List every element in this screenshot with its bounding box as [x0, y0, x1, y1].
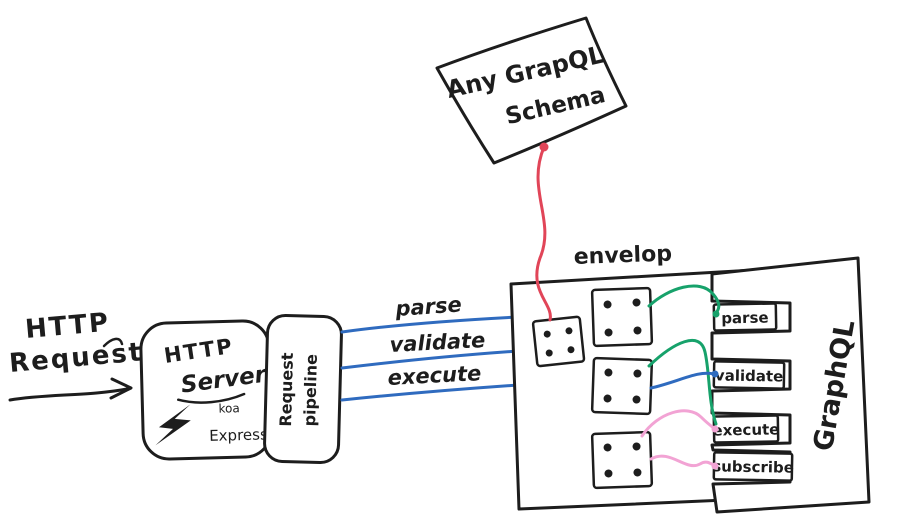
request-flourish: [102, 337, 124, 348]
die-dot: [603, 443, 612, 452]
schema-shape: [435, 16, 628, 165]
parse-line: [340, 315, 520, 334]
green-endpoint-parse: [712, 310, 720, 318]
die-plugin-1: [590, 286, 654, 348]
tab-execute-label: execute: [712, 420, 779, 439]
request-arrowhead-icon: [109, 377, 133, 400]
hook-lines-group: parse validate execute: [340, 292, 526, 402]
die-dot: [633, 326, 642, 335]
envelop-label: envelop: [573, 242, 672, 270]
pink-curve-execute: [640, 409, 717, 438]
die-dot: [633, 369, 642, 378]
request-arrow: [8, 387, 129, 402]
pink-endpoint-execute: [711, 425, 719, 433]
request-pipeline-group: Request pipeline: [263, 314, 343, 464]
blue-endpoint-validate: [711, 370, 719, 378]
die-dot: [632, 442, 641, 451]
validate-line-label: validate: [389, 328, 486, 357]
schema-group: Any GrapQL Schema: [435, 16, 628, 165]
die-dot: [603, 300, 612, 309]
tab-parse: [712, 302, 778, 332]
green-curve-parse: [647, 284, 721, 315]
tab-subscribe-label: subscribe: [712, 457, 794, 476]
tab-parse-label: parse: [721, 309, 769, 328]
die-dot: [545, 349, 553, 357]
koa-label: koa: [218, 401, 240, 416]
http-request-group: HTTP Request: [8, 308, 144, 402]
die-plugin-2: [590, 356, 654, 416]
die-dot: [632, 298, 641, 307]
pink-endpoint-subscribe: [711, 462, 719, 470]
die-dot: [632, 395, 641, 404]
lightning-icon: [155, 404, 191, 446]
http-request-line1: HTTP: [24, 308, 111, 345]
die-dot: [565, 327, 573, 335]
graphql-group: GraphQL parse validate execute subscribe: [710, 256, 871, 514]
schema-connector: [535, 145, 552, 322]
blue-curve-validate: [649, 371, 716, 390]
plugin-dice-group: [531, 286, 654, 490]
validate-line: [340, 349, 520, 370]
tab-validate-label: validate: [715, 366, 784, 385]
die-dot: [604, 469, 613, 478]
green-curve-execute: [647, 339, 718, 426]
die-dot: [633, 468, 642, 477]
die-dot: [604, 328, 613, 337]
die-dot: [603, 394, 612, 403]
die-plugin-3: [590, 430, 654, 490]
die-schema: [531, 315, 586, 368]
die-dot: [543, 330, 551, 338]
parse-line-label: parse: [394, 292, 463, 321]
express-label: Express: [209, 425, 268, 445]
graphql-box: [710, 256, 871, 514]
die-box: [531, 315, 586, 368]
execute-line: [340, 383, 520, 402]
connectors-group: [535, 142, 721, 470]
die-box: [590, 430, 654, 490]
pipeline-word1: Request: [276, 352, 297, 427]
die-box: [590, 356, 654, 416]
die-dot: [604, 368, 613, 377]
server-title-underline: [176, 392, 246, 404]
execute-line-label: execute: [387, 361, 482, 390]
pink-curve-subscribe: [649, 454, 717, 468]
http-server-group: HTTP Server koa Express: [139, 319, 273, 461]
pipeline-word2: pipeline: [300, 354, 321, 427]
request-pipeline-box: [263, 314, 343, 464]
die-box: [590, 286, 654, 348]
die-dot: [567, 346, 575, 354]
